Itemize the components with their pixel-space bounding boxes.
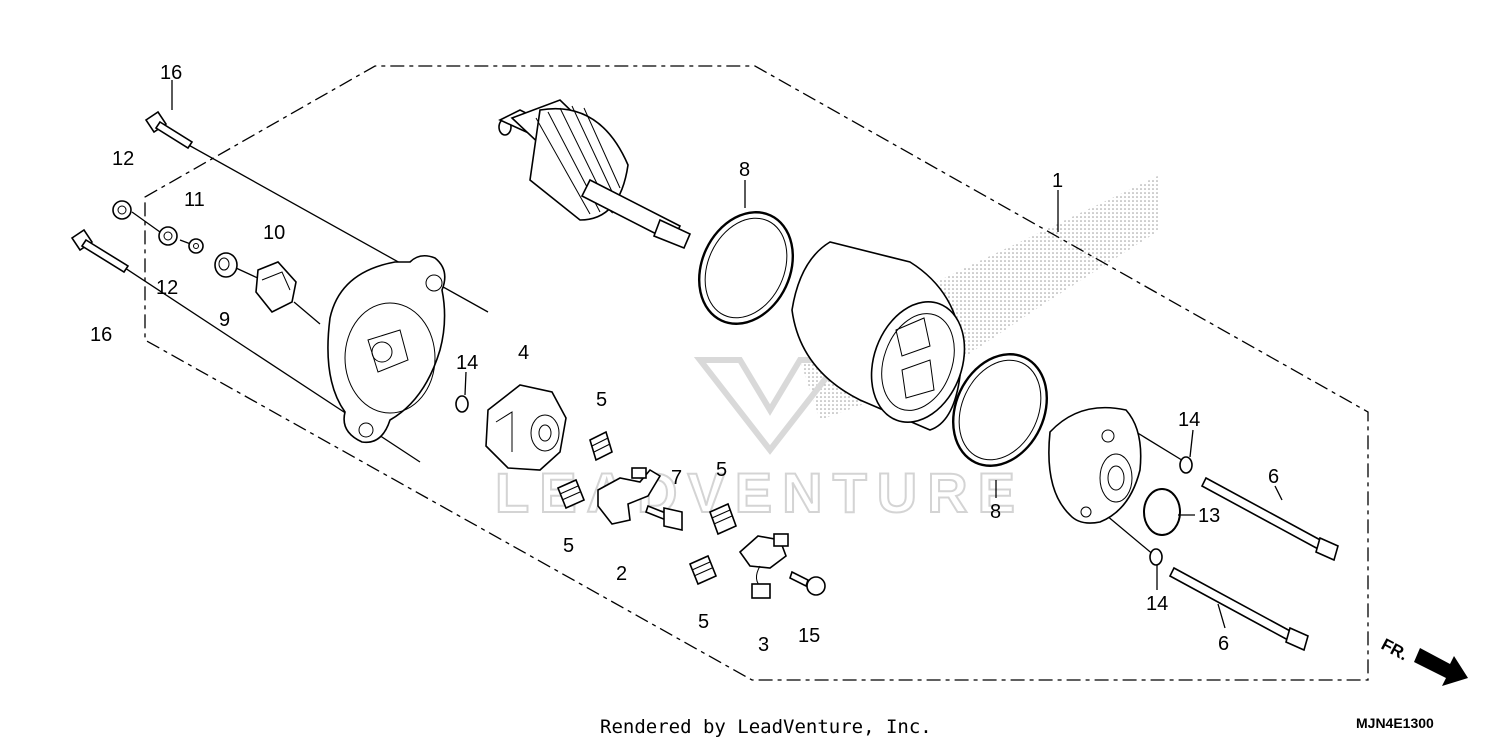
callout-14-lower-right: 14 [1146, 593, 1168, 615]
brush-set-3 [738, 533, 789, 599]
terminal-7 [645, 504, 683, 531]
armature [498, 99, 692, 250]
assembly-boundary [144, 65, 1369, 681]
callout-labels: 16 12 11 10 12 9 16 14 4 5 5 2 7 5 5 3 1… [90, 62, 1279, 656]
front-cover [327, 254, 446, 444]
front-arrow-icon [1414, 648, 1468, 686]
callout-5-c: 5 [716, 459, 727, 481]
front-direction-indicator: FR. [1378, 635, 1468, 686]
bolt-6-upper [1200, 476, 1339, 562]
screw-15 [789, 570, 826, 596]
callout-12-top: 12 [112, 148, 134, 170]
clip-10 [255, 261, 297, 314]
callout-11: 11 [184, 189, 205, 211]
rear-cover [1048, 406, 1142, 524]
callout-13: 13 [1198, 505, 1220, 527]
diagram-code: MJN4E1300 [1356, 715, 1434, 731]
front-direction-label: FR. [1378, 635, 1411, 665]
callout-16-top: 16 [160, 62, 182, 84]
leader-lines [124, 80, 1283, 629]
callout-9: 9 [219, 309, 230, 331]
callout-6-upper: 6 [1268, 466, 1279, 488]
spring-5-b [556, 478, 586, 510]
o-ring-13 [1143, 488, 1181, 536]
callout-14-upper-right: 14 [1178, 409, 1200, 431]
callout-7: 7 [671, 467, 682, 489]
callout-4: 4 [518, 342, 529, 364]
washer-11 [188, 238, 204, 254]
callout-14-left: 14 [456, 352, 478, 374]
washer-14-lower-right [1149, 548, 1163, 566]
callout-5-d: 5 [698, 611, 709, 633]
nut-12-bottom [158, 226, 178, 246]
callout-6-lower: 6 [1218, 633, 1229, 655]
callout-10: 10 [263, 222, 285, 244]
bolt-16-bottom [70, 228, 130, 274]
render-credit: Rendered by LeadVenture, Inc. [600, 716, 932, 738]
bolt-16-top [144, 110, 194, 150]
callout-12-bottom: 12 [156, 277, 178, 299]
callout-1: 1 [1052, 170, 1063, 192]
o-ring-8-lower [951, 353, 1049, 467]
callout-15: 15 [798, 625, 820, 647]
nut-12-top [112, 200, 132, 220]
brush-holder-4 [485, 384, 567, 471]
o-ring-8-upper [697, 211, 795, 325]
bolt-6-lower [1168, 566, 1309, 652]
motor-case-1 [791, 241, 966, 431]
callout-16-bottom: 16 [90, 324, 112, 346]
spring-5-a [589, 430, 613, 462]
callout-5-a: 5 [596, 389, 607, 411]
grommet-9 [214, 252, 238, 278]
spring-5-c [708, 502, 738, 536]
callout-8-upper: 8 [739, 159, 750, 181]
callout-8-lower: 8 [990, 501, 1001, 523]
callout-3: 3 [758, 634, 769, 656]
spring-5-d [688, 554, 718, 586]
callout-5-b: 5 [563, 535, 574, 557]
washer-14-upper-right [1179, 456, 1193, 474]
washer-14-left [455, 395, 469, 413]
brush-plate-2 [597, 467, 662, 525]
callout-2: 2 [616, 563, 627, 585]
